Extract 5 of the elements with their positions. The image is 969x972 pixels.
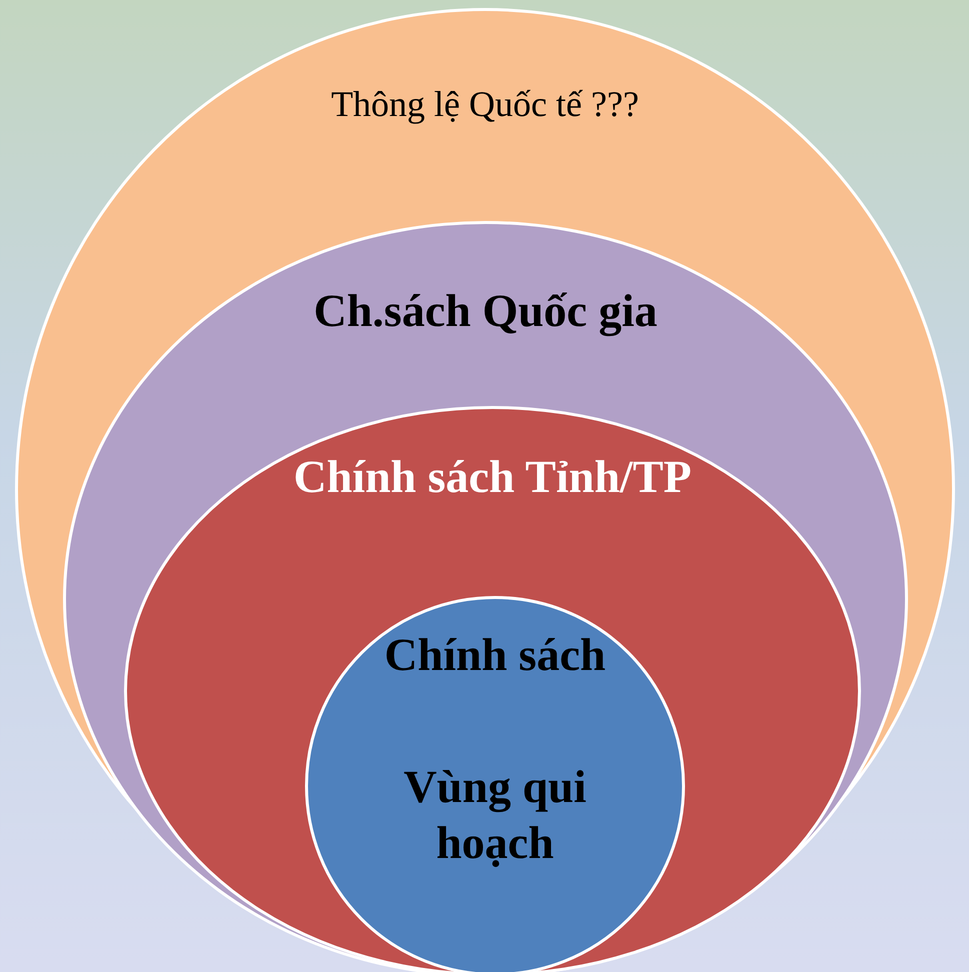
ellipse-label: Thông lệ Quốc tế ??? xyxy=(330,83,640,126)
ellipse-label: Ch.sách Quốc gia xyxy=(312,284,658,338)
ellipse-label: Chính sách xyxy=(383,628,607,682)
ellipse-label: Chính sách Tỉnh/TP xyxy=(292,450,692,504)
ellipse-label: Vùng qui hoạch xyxy=(402,760,588,870)
